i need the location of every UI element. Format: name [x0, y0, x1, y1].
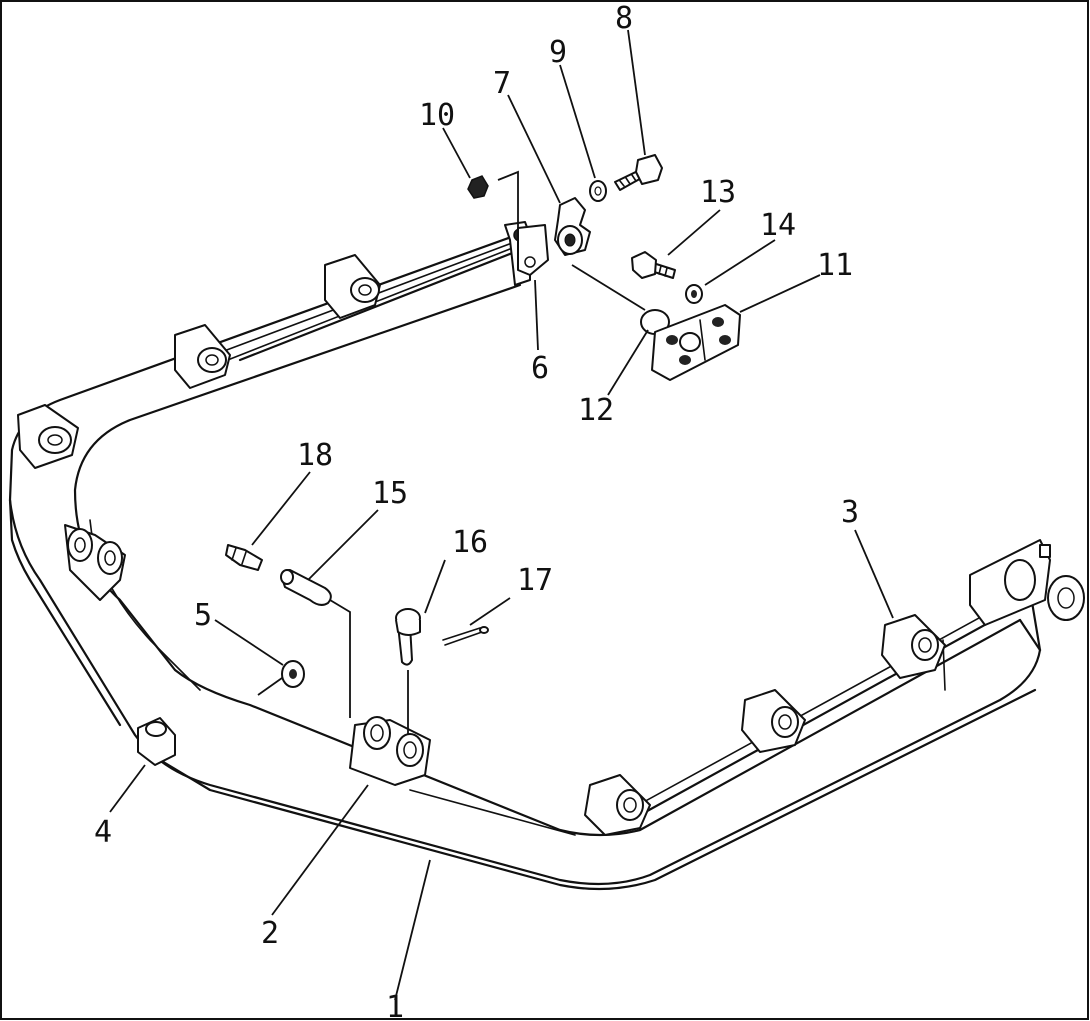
- part-6-plate: [517, 224, 549, 276]
- part-5-washer: [281, 660, 305, 688]
- callout-16: 16: [452, 525, 488, 560]
- main-frame: [8, 230, 1042, 891]
- bracket-2: [349, 716, 431, 786]
- callout-12: 12: [578, 393, 614, 428]
- callout-8: 8: [615, 1, 633, 36]
- part-14-washer: [685, 284, 703, 304]
- callout-3: 3: [841, 495, 859, 530]
- part-16-pin: [395, 608, 421, 666]
- bracket-3: [881, 614, 946, 679]
- callout-11: 11: [817, 248, 853, 283]
- part-8-bolt: [614, 154, 663, 191]
- callout-1: 1: [386, 990, 404, 1021]
- part-15-pin: [280, 569, 332, 606]
- callout-10: 10: [419, 98, 455, 133]
- callout-13: 13: [700, 175, 736, 210]
- callout-9: 9: [549, 35, 567, 70]
- part-9-washer: [589, 180, 607, 202]
- callout-4: 4: [94, 815, 112, 850]
- callout-labels: 1 2 3 4 5 6 7 8 9 10 11 12 13 14 15 16 1…: [94, 1, 859, 1021]
- callout-15: 15: [372, 476, 408, 511]
- callout-18: 18: [297, 438, 333, 473]
- callout-17: 17: [517, 563, 553, 598]
- bracket-top-1: [324, 254, 381, 319]
- part-7-clamp: [554, 197, 591, 256]
- leader-lines: [109, 29, 894, 1001]
- part-13-bolt: [631, 251, 676, 279]
- bracket-right-2: [741, 689, 806, 753]
- callout-7: 7: [493, 66, 511, 101]
- part-18-grease-fitting: [225, 544, 263, 571]
- callout-14: 14: [760, 208, 796, 243]
- bracket-corner: [17, 404, 79, 469]
- bracket-top-2: [174, 324, 231, 389]
- callout-2: 2: [261, 916, 279, 951]
- part-11-plate: [651, 304, 741, 381]
- part-10-nut: [467, 175, 489, 199]
- right-end-mount: [969, 539, 1085, 626]
- bracket-left-double: [64, 524, 126, 601]
- callout-5: 5: [194, 598, 212, 633]
- callout-6: 6: [531, 351, 549, 386]
- bracket-right-1: [584, 774, 651, 836]
- bracket-4: [137, 717, 176, 766]
- part-17-cotter-pin: [442, 626, 489, 646]
